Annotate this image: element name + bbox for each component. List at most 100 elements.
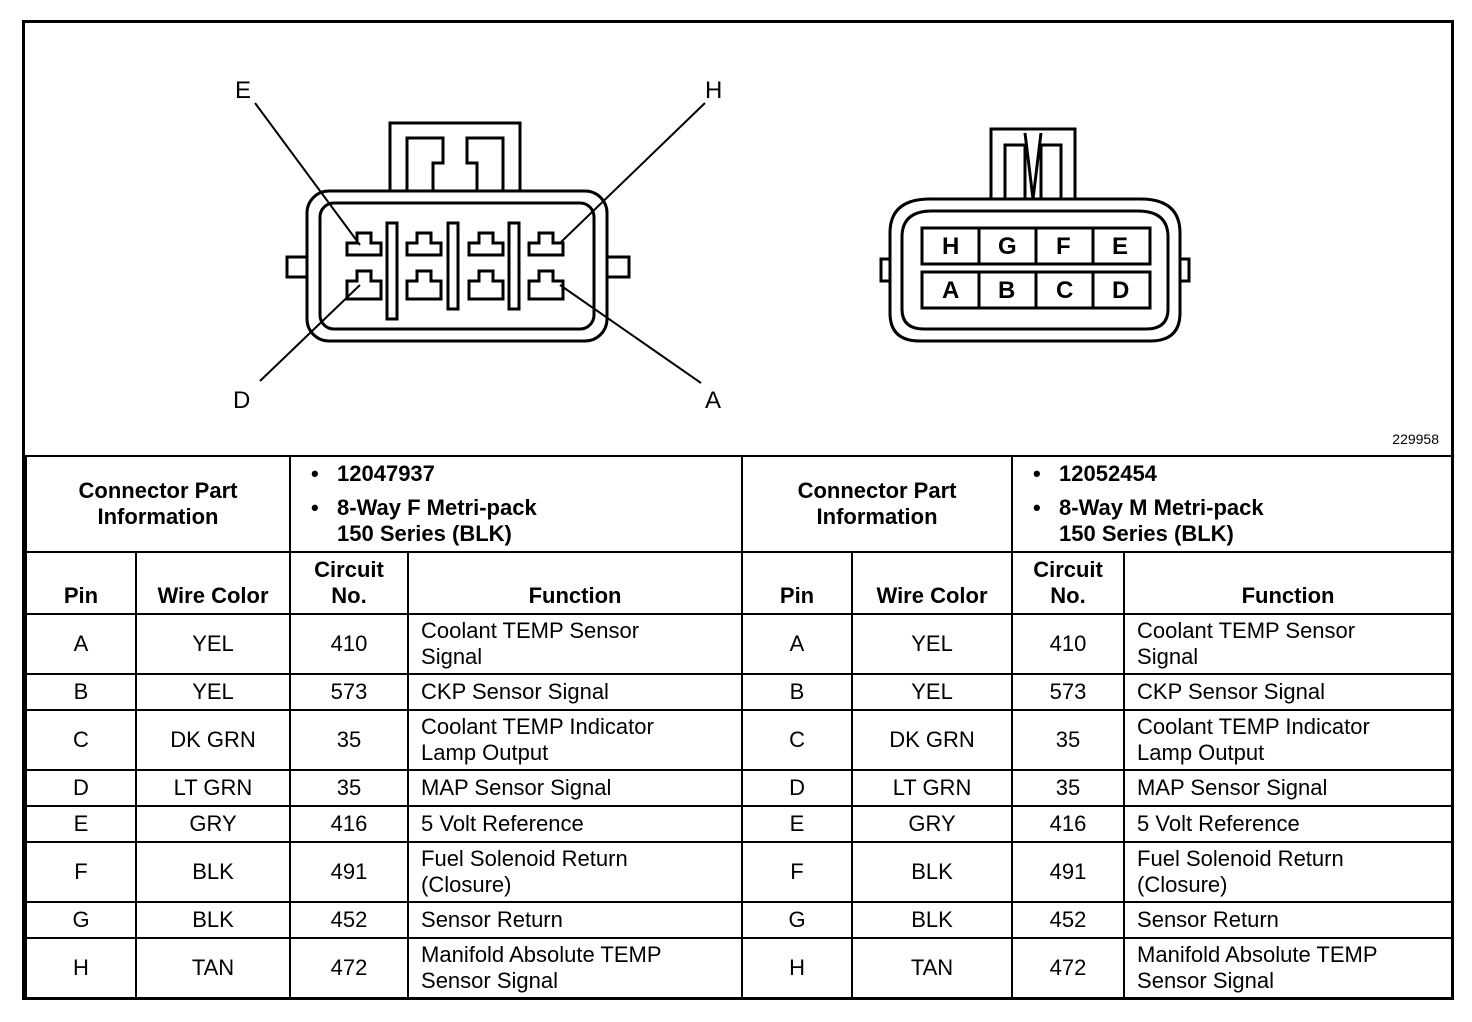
circuit-cell-right: 491 — [1011, 841, 1126, 903]
wire-color-cell-left: BLK — [134, 901, 292, 939]
circuit-cell-right: 472 — [1011, 937, 1126, 999]
wire-color-cell-left: LT GRN — [134, 769, 292, 807]
part-info-value-left: •12047937 •8-Way F Metri-pack 150 Series… — [289, 455, 744, 553]
callout-a: A — [705, 387, 722, 414]
pin-cell-left: A — [25, 613, 137, 675]
pin-cell-right: E — [741, 805, 854, 843]
pin-cell-right: F — [741, 841, 854, 903]
wire-color-cell-left: TAN — [134, 937, 292, 999]
wire-color-cell-left: YEL — [134, 613, 292, 675]
wire-color-cell-left: YEL — [134, 673, 292, 711]
description-left-line1: 8-Way F Metri-pack — [337, 495, 537, 520]
pin-cell-right: H — [741, 937, 854, 999]
wire-color-cell-right: BLK — [851, 841, 1014, 903]
function-cell-left: Sensor Return — [407, 901, 744, 939]
function-cell-left: Fuel Solenoid Return(Closure) — [407, 841, 744, 903]
pin-cell-left: D — [25, 769, 137, 807]
function-cell-right: Fuel Solenoid Return(Closure) — [1123, 841, 1454, 903]
col-function-right: Function — [1123, 551, 1454, 615]
part-info-value-right: •12052454 •8-Way M Metri-pack 150 Series… — [1011, 455, 1454, 553]
connector-illustration: E H D A H G F E A B C D 229958 — [25, 23, 1451, 455]
circuit-cell-left: 452 — [289, 901, 410, 939]
wire-color-cell-right: YEL — [851, 673, 1014, 711]
pin-cell-right: C — [741, 709, 854, 771]
pin-cell-right: D — [741, 769, 854, 807]
male-pin-label-b: B — [998, 277, 1016, 304]
function-cell-right: Sensor Return — [1123, 901, 1454, 939]
pin-cell-right: B — [741, 673, 854, 711]
circuit-cell-right: 35 — [1011, 709, 1126, 771]
function-cell-right: 5 Volt Reference — [1123, 805, 1454, 843]
part-info-label-left: Connector Part Information — [24, 455, 292, 553]
circuit-cell-left: 491 — [289, 841, 410, 903]
part-number-right: 12052454 — [1059, 461, 1157, 486]
male-connector-drawing — [879, 127, 1191, 343]
col-wire-color-right: Wire Color — [851, 551, 1014, 615]
wire-color-cell-right: TAN — [851, 937, 1014, 999]
function-cell-right: CKP Sensor Signal — [1123, 673, 1454, 711]
circuit-cell-right: 35 — [1011, 769, 1126, 807]
pin-cell-left: B — [25, 673, 137, 711]
description-right-line1: 8-Way M Metri-pack — [1059, 495, 1264, 520]
male-pin-label-h: H — [942, 233, 960, 260]
circuit-cell-right: 452 — [1011, 901, 1126, 939]
wire-color-cell-right: DK GRN — [851, 709, 1014, 771]
wire-color-cell-right: BLK — [851, 901, 1014, 939]
male-pin-label-a: A — [942, 277, 960, 304]
wire-color-cell-right: GRY — [851, 805, 1014, 843]
male-pin-label-c: C — [1056, 277, 1074, 304]
female-connector-drawing — [285, 121, 631, 343]
function-cell-left: MAP Sensor Signal — [407, 769, 744, 807]
circuit-cell-left: 573 — [289, 673, 410, 711]
circuit-cell-right: 416 — [1011, 805, 1126, 843]
pin-cell-right: G — [741, 901, 854, 939]
callout-h: H — [705, 77, 723, 104]
col-pin-right: Pin — [741, 551, 854, 615]
callout-leader-lines — [254, 102, 706, 384]
circuit-cell-left: 35 — [289, 709, 410, 771]
pin-cell-left: C — [25, 709, 137, 771]
function-cell-right: MAP Sensor Signal — [1123, 769, 1454, 807]
male-pin-label-f: F — [1056, 233, 1071, 260]
callout-d: D — [233, 387, 251, 414]
connector-drawings — [254, 102, 1191, 384]
part-number-left: 12047937 — [337, 461, 435, 486]
pin-cell-right: A — [741, 613, 854, 675]
pin-cell-left: H — [25, 937, 137, 999]
circuit-cell-right: 410 — [1011, 613, 1126, 675]
male-pin-label-g: G — [998, 233, 1017, 260]
description-left-line2: 150 Series (BLK) — [337, 521, 512, 546]
diagram-frame: E H D A H G F E A B C D 229958 Connector… — [22, 20, 1454, 1000]
connector-pinout-table: Connector Part Information •12047937 •8-… — [24, 455, 1454, 999]
circuit-cell-left: 410 — [289, 613, 410, 675]
wire-color-cell-right: YEL — [851, 613, 1014, 675]
function-cell-left: CKP Sensor Signal — [407, 673, 744, 711]
description-right-line2: 150 Series (BLK) — [1059, 521, 1234, 546]
circuit-cell-left: 416 — [289, 805, 410, 843]
col-pin-left: Pin — [25, 551, 137, 615]
callout-e: E — [235, 77, 252, 104]
male-pin-label-e: E — [1112, 233, 1129, 260]
part-info-row: Connector Part Information •12047937 •8-… — [24, 455, 1454, 553]
pin-cell-left: G — [25, 901, 137, 939]
col-wire-color-left: Wire Color — [134, 551, 292, 615]
circuit-cell-right: 573 — [1011, 673, 1126, 711]
pin-cell-left: F — [25, 841, 137, 903]
function-cell-left: 5 Volt Reference — [407, 805, 744, 843]
male-pin-label-d: D — [1112, 277, 1130, 304]
wire-color-cell-right: LT GRN — [851, 769, 1014, 807]
